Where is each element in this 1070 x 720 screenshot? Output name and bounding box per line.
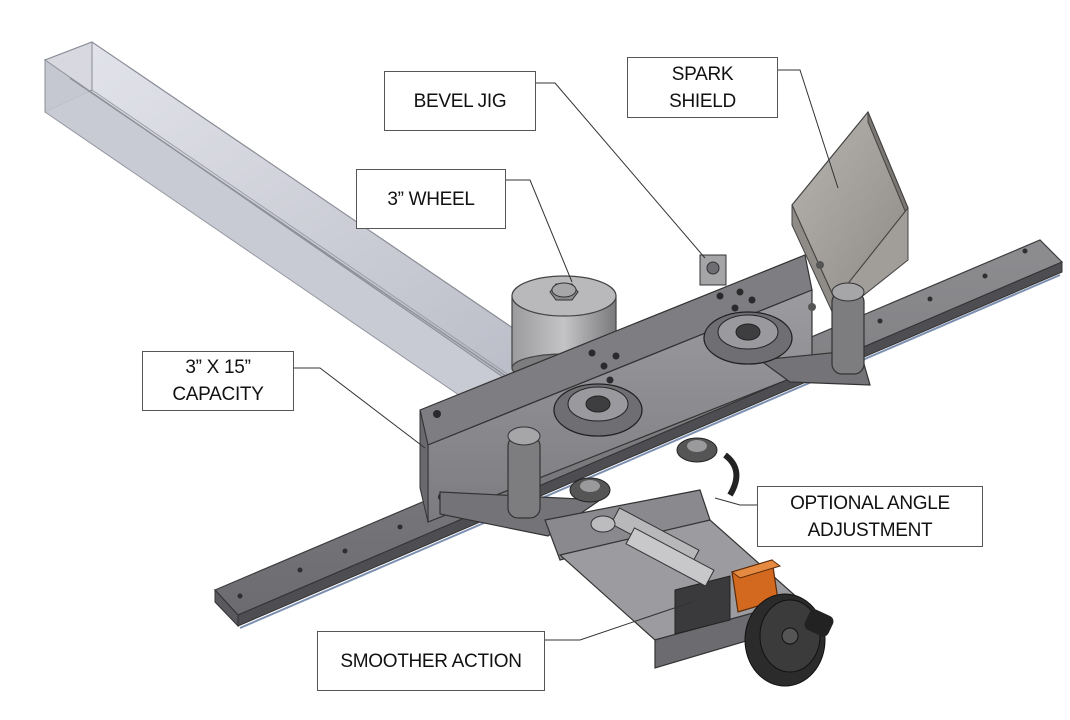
label-bevel-jig: BEVEL JIG [384, 71, 536, 131]
workpiece-tube [43, 41, 562, 431]
label-spark-shield-line2: SHIELD [669, 90, 736, 112]
label-bevel-jig-text: BEVEL JIG [413, 90, 507, 112]
leader-lines [294, 69, 839, 641]
handwheel [744, 593, 834, 687]
label-smoother-action-text: SMOOTHER ACTION [340, 650, 522, 672]
knob-handle-right [831, 282, 865, 375]
knob-handle-left [507, 426, 541, 519]
label-spark-shield: SPARK SHIELD [627, 57, 778, 118]
label-3in-wheel: 3” WHEEL [356, 169, 506, 229]
label-3in-wheel-text: 3” WHEEL [387, 188, 475, 210]
clamp-left [553, 383, 643, 437]
bevel-jig-bracket [699, 254, 727, 286]
label-spark-shield-line1: SPARK [671, 63, 734, 85]
rollers [569, 437, 740, 503]
clamp-right [703, 311, 793, 365]
label-capacity: 3” X 15” CAPACITY [142, 351, 294, 411]
label-smoother-action: SMOOTHER ACTION [317, 631, 545, 691]
label-angle-adjustment: OPTIONAL ANGLE ADJUSTMENT [757, 486, 983, 547]
label-angle-adjustment-line1: OPTIONAL ANGLE [790, 492, 950, 514]
label-angle-adjustment-line2: ADJUSTMENT [807, 519, 933, 541]
label-capacity-line1: 3” X 15” [185, 357, 251, 378]
label-capacity-line2: CAPACITY [172, 384, 264, 405]
